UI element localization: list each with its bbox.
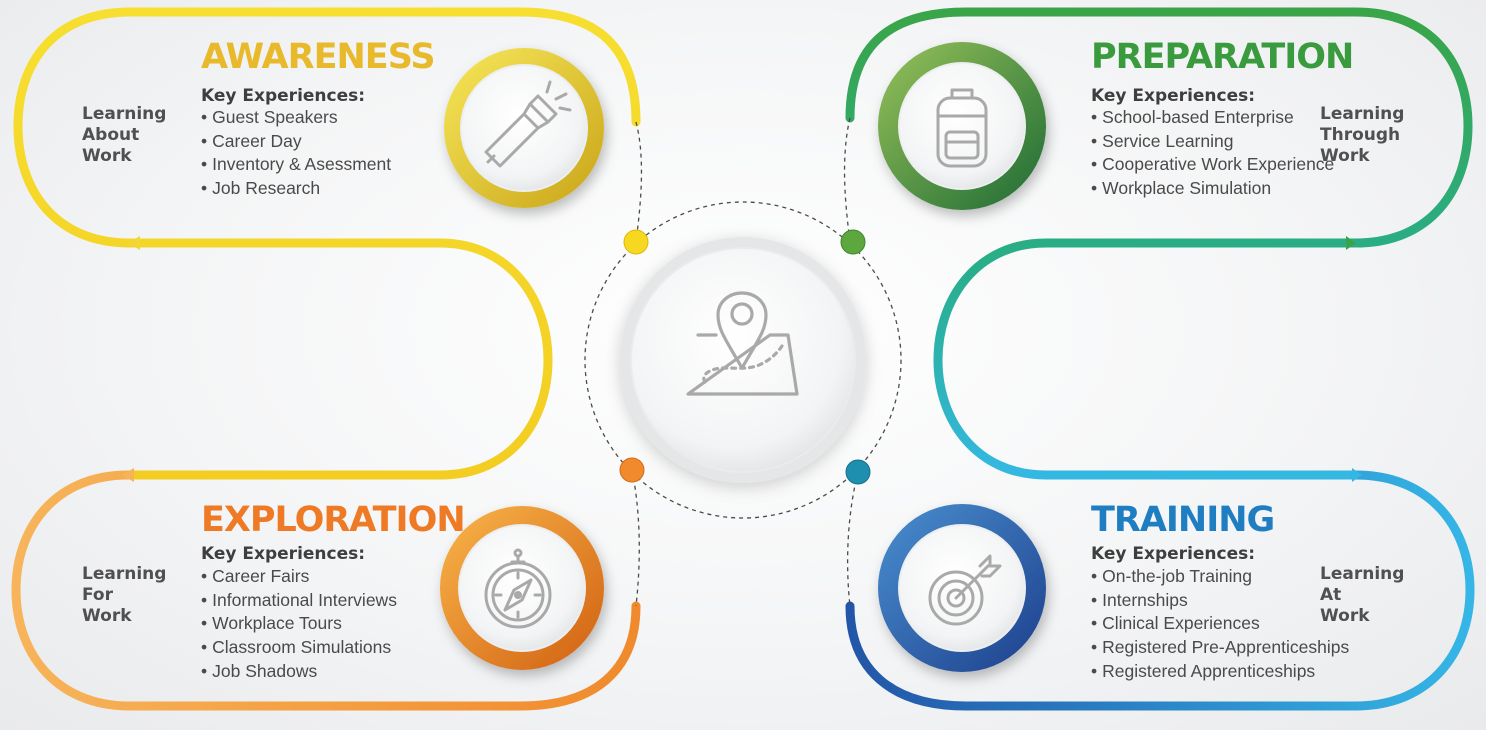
flashlight-icon	[484, 80, 572, 168]
preparation-badge	[878, 42, 1046, 210]
center-hub	[620, 237, 866, 483]
exploration-badge	[440, 506, 604, 670]
stage-dots	[619, 229, 871, 485]
list-item: School-based Enterprise	[1091, 106, 1334, 130]
list-item: Internships	[1091, 589, 1349, 613]
awareness-track	[13, 7, 641, 480]
list-item: Career Fairs	[201, 565, 397, 589]
awareness-title: AWARENESS	[201, 37, 436, 77]
awareness-badge	[444, 48, 604, 208]
training-key-experiences-label: Key Experiences:	[1091, 544, 1256, 564]
target-arrow-icon	[928, 554, 1002, 626]
preparation-experience-list: School-based Enterprise Service Learning…	[1091, 106, 1334, 201]
exploration-key-experiences-label: Key Experiences:	[201, 544, 366, 564]
list-item: Job Research	[201, 177, 391, 201]
list-item: Workplace Tours	[201, 612, 397, 636]
preparation-track	[845, 7, 1473, 480]
training-badge	[878, 504, 1046, 672]
list-item: Clinical Experiences	[1091, 612, 1349, 636]
exploration-dot	[619, 457, 645, 483]
preparation-dot	[840, 229, 866, 255]
list-item: Registered Apprenticeships	[1091, 660, 1349, 684]
map-pin-route-icon	[686, 291, 799, 396]
list-item: Inventory & Asessment	[201, 153, 391, 177]
training-side-label: Learning At Work	[1320, 564, 1405, 626]
list-item: Registered Pre-Apprenticeships	[1091, 636, 1349, 660]
exploration-experience-list: Career Fairs Informational Interviews Wo…	[201, 565, 397, 684]
awareness-side-label: Learning About Work	[82, 104, 167, 166]
training-dot	[845, 459, 871, 485]
awareness-dot	[623, 229, 649, 255]
list-item: On-the-job Training	[1091, 565, 1349, 589]
awareness-experience-list: Guest Speakers Career Day Inventory & As…	[201, 106, 391, 201]
awareness-key-experiences-label: Key Experiences:	[201, 86, 366, 106]
list-item: Career Day	[201, 130, 391, 154]
list-item: Cooperative Work Experience	[1091, 153, 1334, 177]
compass-icon	[484, 548, 552, 629]
list-item: Service Learning	[1091, 130, 1334, 154]
exploration-title: EXPLORATION	[201, 500, 466, 540]
preparation-title: PREPARATION	[1091, 37, 1354, 77]
exploration-track	[11, 468, 641, 711]
preparation-key-experiences-label: Key Experiences:	[1091, 86, 1256, 106]
list-item: Classroom Simulations	[201, 636, 397, 660]
exploration-side-label: Learning For Work	[82, 564, 167, 626]
training-experience-list: On-the-job Training Internships Clinical…	[1091, 565, 1349, 684]
list-item: Workplace Simulation	[1091, 177, 1334, 201]
backpack-icon	[936, 88, 988, 168]
training-title: TRAINING	[1091, 500, 1275, 540]
list-item: Informational Interviews	[201, 589, 397, 613]
training-track	[845, 468, 1475, 711]
preparation-side-label: Learning Through Work	[1320, 104, 1405, 166]
list-item: Guest Speakers	[201, 106, 391, 130]
list-item: Job Shadows	[201, 660, 397, 684]
